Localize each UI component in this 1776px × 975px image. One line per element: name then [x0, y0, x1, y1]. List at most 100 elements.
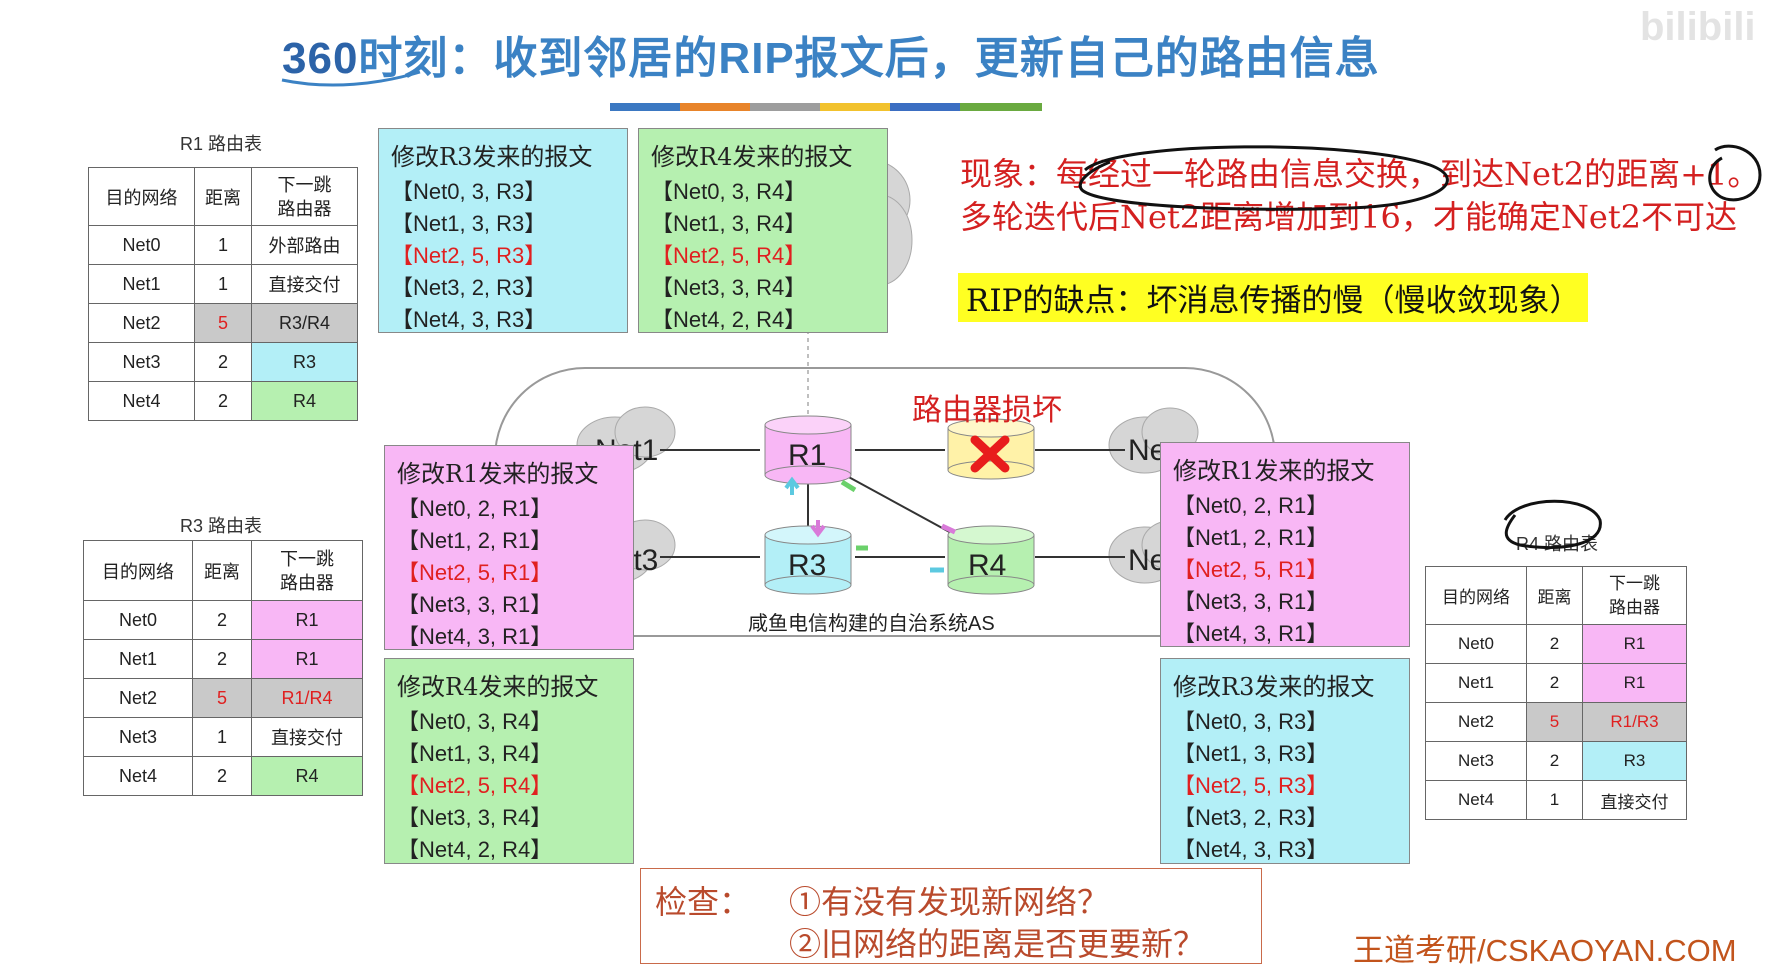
msg-box-r4-top: 修改R4发来的报文 【Net0, 3, R4】 【Net1, 3, R4】 【N…: [638, 128, 888, 333]
router-label: R1: [788, 439, 826, 472]
msg-row: 【Net1, 3, R3】: [1173, 741, 1329, 766]
color-bar: [820, 103, 902, 111]
r3-header-dest: 目的网络: [83, 540, 193, 601]
msg-box-r3-top: 修改R3发来的报文 【Net0, 3, R3】 【Net1, 3, R3】 【N…: [378, 128, 628, 333]
r1-cell: Net3: [88, 342, 195, 382]
r4-cell: R1: [1582, 663, 1687, 703]
msg-row: 【Net0, 3, R3】: [391, 179, 547, 204]
r1-cell: 5: [194, 303, 252, 343]
r3-cell: R4: [251, 756, 363, 796]
r4-cell: 直接交付: [1582, 780, 1687, 820]
broken-router-label: 路由器损坏: [912, 393, 1062, 428]
msg-row: 【Net2, 5, R4】: [397, 773, 553, 798]
r3-cell: Net4: [83, 756, 193, 796]
slide-title: 360时刻：收到邻居的RIP报文后，更新自己的路由信息: [282, 22, 1380, 86]
arrow-left-icon: [840, 479, 857, 493]
r4-header-dest: 目的网络: [1425, 566, 1527, 625]
msg-box-r1-left: 修改R1发来的报文 【Net0, 2, R1】 【Net1, 2, R1】 【N…: [384, 445, 634, 650]
msg-row: 【Net1, 2, R1】: [1173, 525, 1329, 550]
r4-cell: 2: [1526, 624, 1583, 664]
color-bar: [750, 103, 832, 111]
router-label: R3: [788, 549, 826, 582]
r4-cell: R1/R3: [1582, 702, 1687, 742]
msg-row: 【Net4, 2, R4】: [397, 837, 553, 862]
title-text: 时刻：收到邻居的RIP报文后，更新自己的路由信息: [358, 34, 1380, 83]
color-bar: [610, 103, 692, 111]
rip-drawback: RIP的缺点：坏消息传播的慢（慢收敛现象）: [958, 273, 1589, 322]
msg-row: 【Net4, 3, R1】: [397, 624, 553, 649]
r3-cell: 2: [192, 600, 252, 640]
router-r4: [947, 525, 1035, 595]
r4-cell: 1: [1526, 780, 1583, 820]
check-label: 检查：: [655, 883, 752, 921]
msg-row: 【Net3, 3, R4】: [397, 805, 553, 830]
phenomenon-line2: 多轮迭代后Net2距离增加到16，才能确定Net2不可达: [960, 198, 1738, 236]
msg-row: 【Net3, 3, R4】: [651, 275, 807, 300]
router-r3: [764, 525, 852, 595]
link-r1-r4: [844, 474, 956, 536]
r1-cell: 2: [194, 381, 252, 421]
msg-box-r4-left: 修改R4发来的报文 【Net0, 3, R4】 【Net1, 3, R4】 【N…: [384, 658, 634, 864]
msg-row: 【Net2, 5, R1】: [1173, 557, 1329, 582]
msg-row: 【Net3, 3, R1】: [1173, 589, 1329, 614]
msg-row: 【Net3, 2, R3】: [1173, 805, 1329, 830]
msg-row: 【Net4, 3, R3】: [391, 307, 547, 332]
r3-cell: 1: [192, 717, 252, 757]
msg-row: 【Net2, 5, R3】: [1173, 773, 1329, 798]
r4-cell: 2: [1526, 741, 1583, 781]
brand-text: 王道考研/CSKAOYAN.COM: [1353, 933, 1737, 968]
check-box: 检查： ①有没有发现新网络？ ②旧网络的距离是否更要新？: [640, 868, 1262, 964]
net-label: Ne: [1128, 434, 1166, 467]
msg-row: 【Net2, 5, R3】: [391, 243, 547, 268]
r4-cell: Net4: [1425, 780, 1527, 820]
msg-box-r3-right: 修改R3发来的报文 【Net0, 3, R3】 【Net1, 3, R3】 【N…: [1160, 658, 1410, 864]
r3-cell: 2: [192, 756, 252, 796]
r3-cell: Net0: [83, 600, 193, 640]
r3-cell: 5: [192, 678, 252, 718]
arrow-right-icon: [940, 523, 957, 535]
check-q2: ②旧网络的距离是否更要新？: [789, 925, 1206, 963]
r1-cell: Net2: [88, 303, 195, 343]
r1-header-dest: 目的网络: [88, 167, 195, 226]
color-bar: [960, 103, 1042, 111]
r3-cell: Net1: [83, 639, 193, 679]
router-label: R4: [968, 549, 1006, 582]
msg-row: 【Net0, 3, R4】: [651, 179, 807, 204]
net-label: Ne: [1128, 544, 1166, 577]
msg-title: 修改R3发来的报文: [391, 143, 593, 171]
r3-cell: Net3: [83, 717, 193, 757]
msg-title: 修改R4发来的报文: [397, 673, 599, 701]
msg-box-r1-right: 修改R1发来的报文 【Net0, 2, R1】 【Net1, 2, R1】 【N…: [1160, 442, 1410, 647]
r4-cell: Net0: [1425, 624, 1527, 664]
msg-row: 【Net0, 3, R3】: [1173, 709, 1329, 734]
r3-header-dist: 距离: [192, 540, 252, 601]
color-bar: [890, 103, 972, 111]
msg-row: 【Net4, 3, R3】: [1173, 837, 1329, 862]
r3-cell: R1/R4: [251, 678, 363, 718]
msg-row: 【Net1, 3, R3】: [391, 211, 547, 236]
msg-row: 【Net1, 2, R1】: [397, 528, 553, 553]
msg-title: 修改R3发来的报文: [1173, 673, 1375, 701]
msg-row: 【Net4, 2, R4】: [651, 307, 807, 332]
r4-header-nexthop: 下一跳 路由器: [1582, 566, 1687, 625]
msg-title: 修改R4发来的报文: [651, 143, 853, 171]
r4-cell: Net2: [1425, 702, 1527, 742]
msg-row: 【Net3, 3, R1】: [397, 592, 553, 617]
r4-cell: R1: [1582, 624, 1687, 664]
r4-header-dist: 距离: [1526, 566, 1583, 625]
r3-header-nexthop: 下一跳 路由器: [251, 540, 363, 601]
r1-cell: R3: [251, 342, 358, 382]
